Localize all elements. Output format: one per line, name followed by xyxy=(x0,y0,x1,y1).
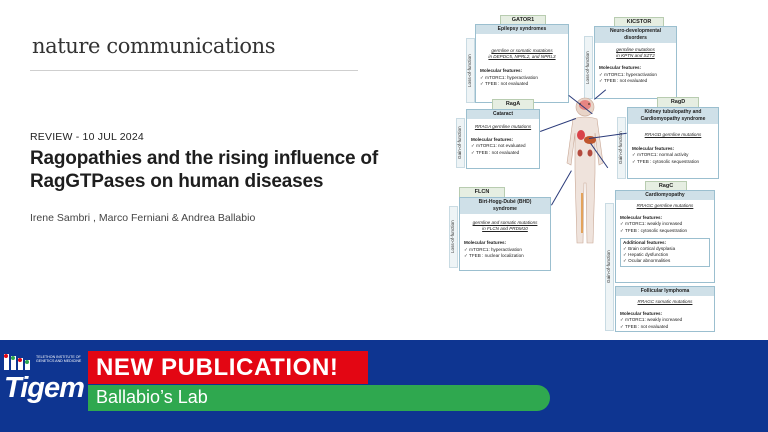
gator1-mol-label: Molecular features: xyxy=(480,68,523,74)
raga-feature-2: ✓ TFEB : not evaluated xyxy=(471,149,520,155)
ragc-box: Cardiomyopathy RRAGC germline mutations … xyxy=(615,190,715,283)
gator1-side-label: Loss-of-function xyxy=(467,54,472,87)
kicstor-mutation-2: in KPTN and SZT2 xyxy=(616,53,655,59)
ragd-sidebar xyxy=(617,117,626,179)
title-line-1: Ragopathies and the rising influence of xyxy=(30,148,378,169)
flcn-box: Birt-Hogg-Dubé (BHD) syndrome germline a… xyxy=(459,197,551,271)
raga-side-label: Gain-of-function xyxy=(457,126,462,160)
kicstor-mol-label: Molecular features: xyxy=(599,65,642,71)
ragopathies-figure: GATOR1 Loss-of-function Epilepsy syndrom… xyxy=(449,13,759,335)
raga-mutation: RRAGA germline mutations xyxy=(474,124,532,129)
headline-band xyxy=(88,351,368,384)
ragc-feature-2: ✓ TFEB : cytosolic sequestration xyxy=(620,227,688,233)
kicstor-box: Neuro-developmental disorders germline m… xyxy=(594,26,677,99)
gator1-box: Epilepsy syndromes germline or somatic m… xyxy=(475,24,569,103)
lab-name: Ballabio’s Lab xyxy=(96,387,208,407)
flcn-feature-1: ✓ mTORC1: hyperactivation xyxy=(464,246,522,252)
ragd-mol-label: Molecular features: xyxy=(632,146,675,152)
kicstor-feature-1: ✓ mTORC1: hyperactivation xyxy=(599,71,657,77)
ragc-add-2: ✓ Hepatic dysfunction xyxy=(623,252,669,258)
ragc-add-3: ✓ Ocular abnormalities xyxy=(623,258,671,264)
ragc-add-1: ✓ Brain cortical dysplasia xyxy=(623,245,676,251)
flcn-feature-2: ✓ TFEB : nuclear localization xyxy=(464,252,524,258)
tigem-logo-text: Tigem xyxy=(4,372,85,404)
authors: Irene Sambri , Marco Ferniani & Andrea B… xyxy=(30,212,256,224)
ragc-lymphoma-box: Follicular lymphoma RRAGC somatic mutati… xyxy=(615,286,715,332)
ragd-mutation: RRAGD germline mutations xyxy=(644,132,702,137)
raga-header: Cataract xyxy=(467,110,539,119)
raga-sidebar xyxy=(456,118,465,168)
ragc-lymphoma-header: Follicular lymphoma xyxy=(616,287,714,296)
human-body-illustration xyxy=(566,97,604,244)
title-line-2: RagGTPases on human diseases xyxy=(30,170,324,192)
raga-feature-1: ✓ mTORC1: not evaluated xyxy=(471,143,526,149)
flcn-mol-label: Molecular features: xyxy=(464,240,507,246)
gator1-feature-1: ✓ mTORC1: hyperactivation xyxy=(480,74,538,80)
ragd-side-label: Gain-of-function xyxy=(618,131,623,165)
ragc-sidebar xyxy=(605,203,614,331)
ragc-mutation: RRAGC germline mutations xyxy=(636,203,694,208)
kicstor-header: Neuro-developmental disorders xyxy=(595,27,676,43)
tigem-logo xyxy=(4,354,30,370)
flcn-mutation-2: in FLCN and PRDM10 xyxy=(482,226,528,232)
kicstor-feature-2: ✓ TFEB : not evaluated xyxy=(599,77,648,83)
gator1-sidebar xyxy=(466,38,475,103)
gator1-feature-2: ✓ TFEB : not evaluated xyxy=(480,80,529,86)
review-date: REVIEW - 10 JUL 2024 xyxy=(30,131,144,143)
ragc-add-label: Additional features: xyxy=(623,239,667,245)
ragd-feature-1: ✓ mTORC1: normal activity xyxy=(632,152,689,158)
ragc-lymphoma-mutation: RRAGC somatic mutations xyxy=(637,299,693,304)
gator1-mutation-2: in DEPDC5, NPRL2, and NPRL3 xyxy=(488,54,556,60)
ragc-lymphoma-feature-2: ✓ TFEB : not evaluated xyxy=(620,323,669,329)
gator1-header: Epilepsy syndromes xyxy=(476,25,568,34)
article-title: Ragopathies and the rising influence of … xyxy=(30,148,430,194)
headline-text: NEW PUBLICATION! xyxy=(96,354,339,381)
ragc-additional-box: Additional features: ✓ Brain cortical dy… xyxy=(620,237,710,267)
ragc-mol-label: Molecular features: xyxy=(620,215,663,221)
ragc-lymphoma-feature-1: ✓ mTORC1: weakly increased xyxy=(620,317,683,323)
raga-mol-label: Molecular features: xyxy=(471,137,514,143)
journal-divider xyxy=(30,70,358,71)
ragd-feature-2: ✓ TFEB : cytosolic sequestration xyxy=(632,158,700,164)
flcn-side-label: Loss-of-function xyxy=(450,220,455,254)
gator1-mutation-1: germline or somatic mutations xyxy=(491,48,553,53)
ragd-header: Kidney tubulopathy and Cardiomyopathy sy… xyxy=(628,108,718,124)
ragc-header: Cardiomyopathy xyxy=(616,191,714,200)
journal-name: nature communications xyxy=(32,34,276,58)
tigem-logo-subtitle: TELETHON INSTITUTE OF GENETICS AND MEDIC… xyxy=(36,355,82,364)
flcn-header: Birt-Hogg-Dubé (BHD) syndrome xyxy=(460,198,550,214)
kicstor-side-label: Loss-of-function xyxy=(585,51,590,84)
ragc-feature-1: ✓ mTORC1: weakly increased xyxy=(620,221,683,227)
raga-box: Cataract RRAGA germline mutations Molecu… xyxy=(466,109,540,169)
kicstor-mutation-1: germline mutations xyxy=(616,47,655,52)
flcn-mutation-1: germline and somatic mutations xyxy=(472,220,538,225)
ragd-box: Kidney tubulopathy and Cardiomyopathy sy… xyxy=(627,107,719,179)
ragc-lymphoma-mol-label: Molecular features: xyxy=(620,311,663,317)
lab-band xyxy=(88,385,550,411)
flcn-sidebar xyxy=(449,206,458,268)
